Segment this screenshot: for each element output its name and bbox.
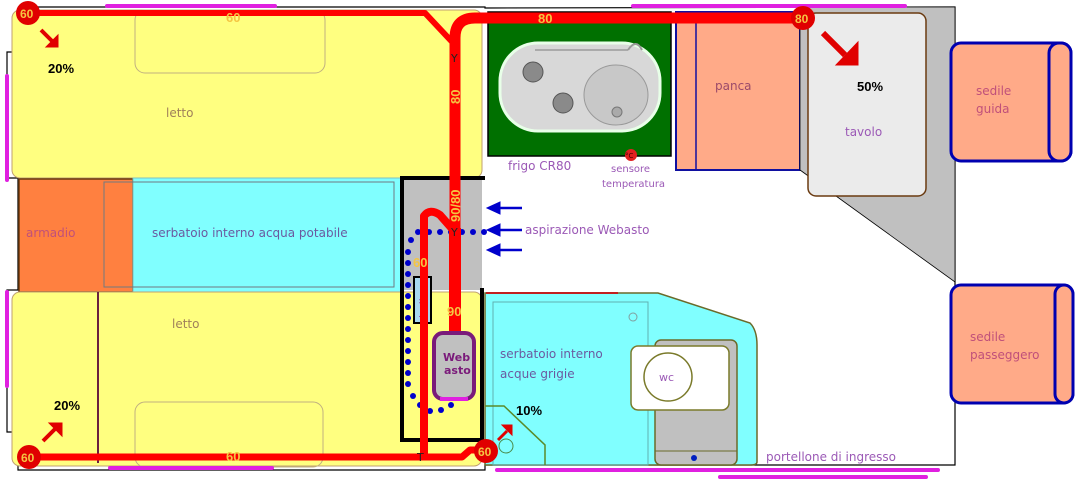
intake-duct-dot xyxy=(405,304,411,310)
table xyxy=(807,12,927,197)
driver-seat-label-2: guida xyxy=(976,102,1010,116)
outlet-share: 10% xyxy=(516,403,542,418)
outlet-diameter: 80 xyxy=(795,12,809,26)
temperature-sensor-icon xyxy=(625,149,637,161)
grey-tank-drain xyxy=(628,312,638,322)
webasto-outlet xyxy=(440,397,468,401)
intake-duct-dot xyxy=(481,229,487,235)
grey-tank-label-2: acque grigie xyxy=(500,367,575,381)
intake-duct-dot xyxy=(437,229,443,235)
outlet-diameter: 60 xyxy=(478,445,492,459)
intake-duct-dot xyxy=(405,326,411,332)
temperature-sensor-label-1: sensore xyxy=(611,164,650,175)
driver-seat-label-1: sedile xyxy=(976,84,1011,98)
pipe-boiler-branch xyxy=(420,207,458,455)
intake-duct-dot xyxy=(438,407,444,413)
airflow-arrow-icon xyxy=(820,30,859,66)
pipe-label-bottom: 60 xyxy=(226,449,240,464)
sink-hob-icon xyxy=(498,41,662,133)
intake-duct-dot xyxy=(405,359,411,365)
pipe-label-webasto-out: 90 xyxy=(447,304,461,319)
grey-tank-label-1: serbatoio interno xyxy=(500,347,603,361)
outlet-badge xyxy=(474,439,498,463)
wc-drain-dot xyxy=(691,455,697,461)
intake-duct-dot xyxy=(410,393,416,399)
intake-duct-dot xyxy=(405,260,411,266)
webasto-label-2: asto xyxy=(444,364,471,377)
outlet-grey-tank: 60 xyxy=(474,439,498,463)
airflow-arrow-icon xyxy=(496,424,513,442)
pipe-label-vertical-split: 90/80 xyxy=(448,189,463,222)
passenger-seat xyxy=(949,283,1075,405)
intake-duct-dot xyxy=(448,402,454,408)
technical-compartment-border xyxy=(400,176,485,442)
intake-duct-dot xyxy=(408,237,414,243)
intake-arrow-icon xyxy=(485,201,522,215)
airflow-arrow-icon xyxy=(39,28,59,48)
pipe-label-top-main: 80 xyxy=(538,11,552,26)
driver-seat xyxy=(949,41,1073,163)
airflow-arrow-icon xyxy=(41,422,63,443)
outlet-diameter: 60 xyxy=(21,451,35,465)
outlet-badge xyxy=(17,445,41,469)
intake-duct-dot xyxy=(405,271,411,277)
wardrobe xyxy=(18,178,134,293)
water-tank-label: serbatoio interno acqua potabile xyxy=(152,226,348,240)
outlet-badge xyxy=(791,6,815,30)
temperature-sensor-label-2: temperatura xyxy=(602,179,665,190)
intake-duct-dot xyxy=(405,315,411,321)
temperature-sensor-glyph: °C xyxy=(625,152,634,160)
pipe-label-boiler-branch: 60 xyxy=(413,255,427,270)
grey-tank-step xyxy=(485,405,546,465)
water-tank-inner xyxy=(103,181,395,288)
passenger-seat-label-1: sedile xyxy=(970,330,1005,344)
wc-label: wc xyxy=(659,371,674,384)
intake-duct-dot xyxy=(470,229,476,235)
grey-tank-outlet xyxy=(498,438,514,454)
intake-label: aspirazione Webasto xyxy=(525,223,649,237)
intake-arrows xyxy=(485,201,522,257)
junction-t-bottom: T xyxy=(416,451,424,464)
intake-duct-dot xyxy=(427,408,433,414)
outlet-top-left: 60 xyxy=(16,1,40,25)
intake-duct-dot xyxy=(405,337,411,343)
openings xyxy=(5,4,940,479)
junction-y-top: Y xyxy=(450,52,458,65)
intake-duct-dot xyxy=(405,381,411,387)
bed-top xyxy=(11,9,483,179)
intake-arrow-icon xyxy=(485,223,522,237)
intake-arrow-icon xyxy=(485,243,522,257)
wc-bowl xyxy=(643,352,693,402)
pipe-label-vertical: 80 xyxy=(448,90,463,104)
outlet-diameter: 60 xyxy=(20,7,34,21)
outlet-bottom-left: 60 xyxy=(17,445,41,469)
webasto-label-1: Web xyxy=(443,351,470,364)
passenger-seat-label-2: passeggero xyxy=(970,348,1040,362)
intake-duct-dot xyxy=(405,249,411,255)
intake-duct-dot xyxy=(405,348,411,354)
outlet-share: 20% xyxy=(48,61,74,76)
junction-y-mid: Y xyxy=(450,226,458,239)
outlet-share: 50% xyxy=(857,79,883,94)
pipe-label-top-left: 60 xyxy=(226,10,240,25)
intake-duct-dot xyxy=(405,293,411,299)
intake-duct-dot xyxy=(415,229,421,235)
pipe-main-vertical xyxy=(449,12,803,230)
outlet-table: 80 xyxy=(791,6,815,30)
table-label: tavolo xyxy=(845,125,882,139)
wardrobe-label: armadio xyxy=(26,226,75,240)
bed-top-label: letto xyxy=(166,106,193,120)
outlet-share: 20% xyxy=(54,398,80,413)
outlet-badge xyxy=(16,1,40,25)
intake-duct-dot xyxy=(405,370,411,376)
fridge-label: frigo CR80 xyxy=(508,159,571,173)
pipe-top-left xyxy=(28,10,458,48)
intake-duct-dot xyxy=(405,282,411,288)
bench-label: panca xyxy=(715,79,752,93)
bed-bottom-label: letto xyxy=(172,317,199,331)
entry-door-label: portellone di ingresso xyxy=(766,450,896,464)
